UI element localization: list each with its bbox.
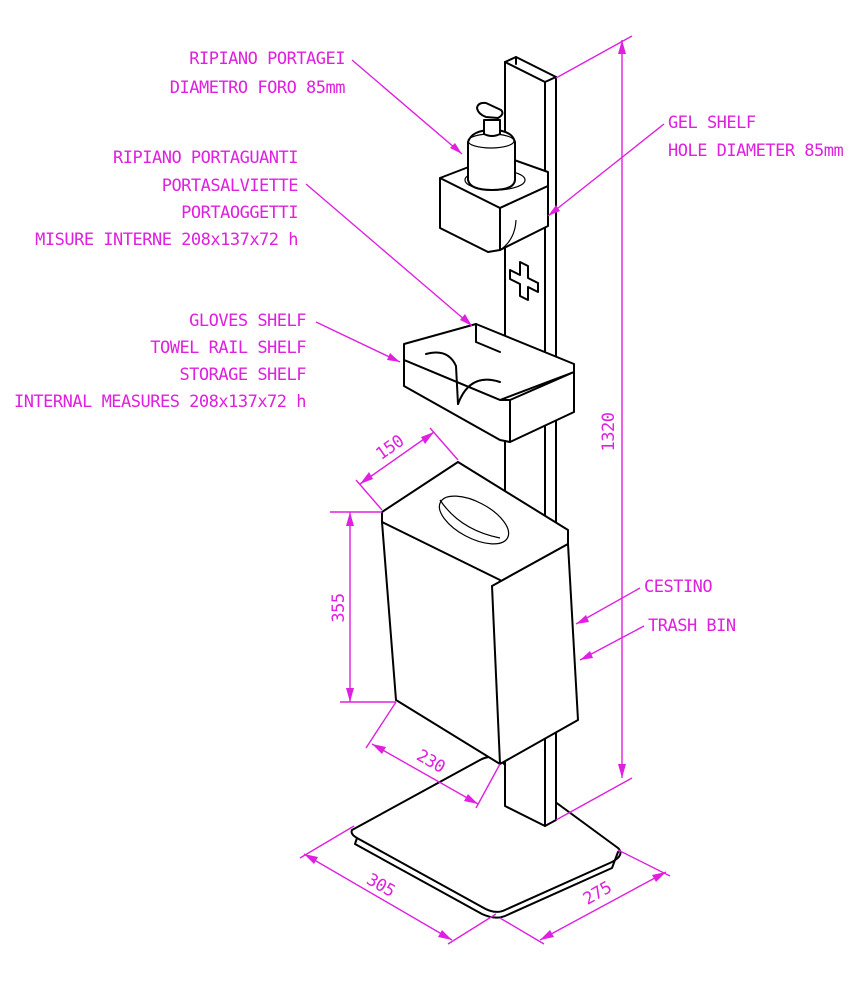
trash-bin (381, 461, 579, 765)
shelf-label-en-line-3: STORAGE SHELF (179, 365, 306, 385)
bin-label-en: TRASH BIN (648, 616, 736, 636)
dispenser-icon (467, 101, 516, 191)
bin-height-dimension: 355 (329, 511, 396, 703)
shelf-label-en-line-2: TOWEL RAIL SHELF (150, 338, 306, 358)
bin-label-it: CESTINO (644, 577, 712, 597)
gel-label-it-line-2: DIAMETRO FORO 85mm (170, 78, 345, 98)
shelf-label-it-line-4: MISURE INTERNE 208x137x72 h (35, 230, 298, 250)
gel-shelf-label-en: GEL SHELF HOLE DIAMETER 85mm (547, 113, 844, 217)
shelf-label-it-line-1: RIPIANO PORTAGUANTI (113, 148, 298, 168)
shelf-label-en-line-4: INTERNAL MEASURES 208x137x72 h (14, 392, 306, 412)
gel-shelf-label-it: RIPIANO PORTAGEI DIAMETRO FORO 85mm (170, 49, 463, 155)
base-depth-value: 275 (580, 878, 615, 910)
bin-width-value: 230 (413, 746, 449, 778)
gel-label-en-line-2: HOLE DIAMETER 85mm (668, 141, 843, 161)
shelf-label-it-line-3: PORTAOGGETTI (181, 203, 298, 223)
height-dimension: 1320 (555, 35, 633, 821)
trash-bin-label: CESTINO TRASH BIN (575, 577, 736, 661)
base-width-value: 305 (363, 870, 398, 902)
bin-height-value: 355 (329, 593, 349, 622)
gloves-shelf-label-en: GLOVES SHELF TOWEL RAIL SHELF STORAGE SH… (14, 311, 401, 412)
gloves-shelf-label-it: RIPIANO PORTAGUANTI PORTASALVIETTE PORTA… (35, 148, 473, 327)
bin-depth-value: 150 (372, 431, 408, 464)
shelf-label-it-line-2: PORTASALVIETTE (162, 176, 299, 196)
gel-label-it-line-1: RIPIANO PORTAGEI (189, 49, 345, 69)
gel-label-en-line-1: GEL SHELF (668, 113, 756, 133)
shelf-label-en-line-1: GLOVES SHELF (189, 311, 306, 331)
gloves-shelf (403, 323, 575, 443)
cross-icon (509, 261, 539, 301)
height-value: 1320 (599, 412, 619, 451)
